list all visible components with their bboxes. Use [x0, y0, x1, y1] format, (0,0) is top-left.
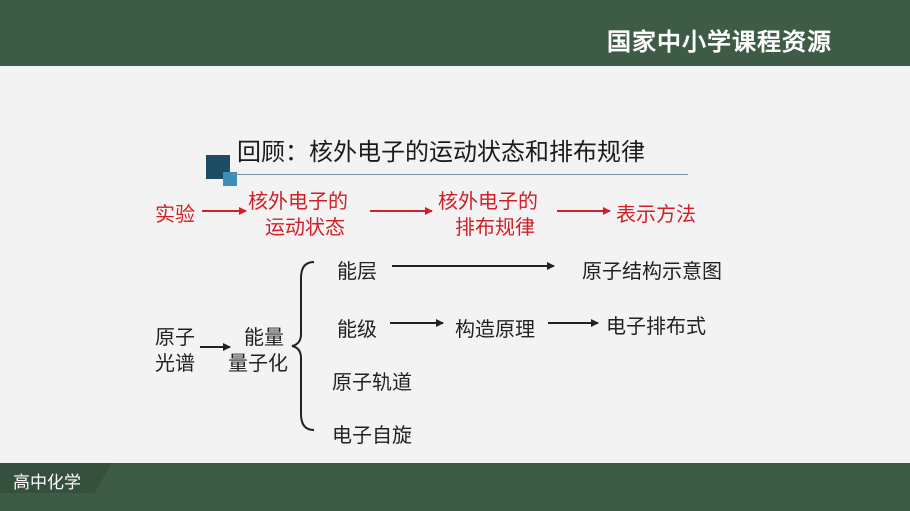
flow-step-arrangement-rule: 核外电子的 排布规律 [438, 188, 538, 240]
flow-step-motion-state: 核外电子的 运动状态 [248, 188, 348, 240]
bottom-bar [0, 463, 910, 511]
flow-step-motion-state-line1: 核外电子的 [248, 189, 348, 213]
node-energy-quantization: 能量 量子化 [228, 324, 288, 376]
top-bar [0, 0, 910, 66]
slide-canvas [0, 66, 910, 463]
flow-step-arrangement-rule-line1: 核外电子的 [438, 189, 538, 213]
flow-step-representation: 表示方法 [616, 202, 696, 226]
node-aufbau-principle: 构造原理 [455, 317, 535, 341]
node-electron-configuration: 电子排布式 [606, 314, 706, 338]
node-energy-layer: 能层 [337, 259, 377, 283]
brand-title: 国家中小学课程资源 [607, 28, 832, 56]
node-energy-level: 能级 [337, 317, 377, 341]
slide-title: 回顾：核外电子的运动状态和排布规律 [237, 138, 645, 166]
subject-label: 高中化学 [13, 473, 81, 493]
node-atomic-spectrum-line1: 原子 [155, 325, 195, 349]
flow-step-motion-state-line2: 运动状态 [265, 215, 345, 239]
node-electron-spin: 电子自旋 [332, 423, 412, 447]
subject-tab [0, 463, 112, 493]
title-decoration-square-light [223, 172, 237, 186]
node-energy-quantization-line2: 量子化 [228, 351, 288, 375]
node-atomic-structure-diagram: 原子结构示意图 [582, 259, 722, 283]
tree-brace [291, 261, 315, 431]
node-atomic-spectrum-line2: 光谱 [155, 351, 195, 375]
title-underline [232, 174, 688, 175]
node-atomic-spectrum: 原子 光谱 [155, 324, 195, 376]
node-atomic-orbital: 原子轨道 [332, 370, 412, 394]
flow-step-experiment: 实验 [155, 202, 195, 226]
flow-step-arrangement-rule-line2: 排布规律 [455, 215, 535, 239]
node-energy-quantization-line1: 能量 [244, 325, 284, 349]
